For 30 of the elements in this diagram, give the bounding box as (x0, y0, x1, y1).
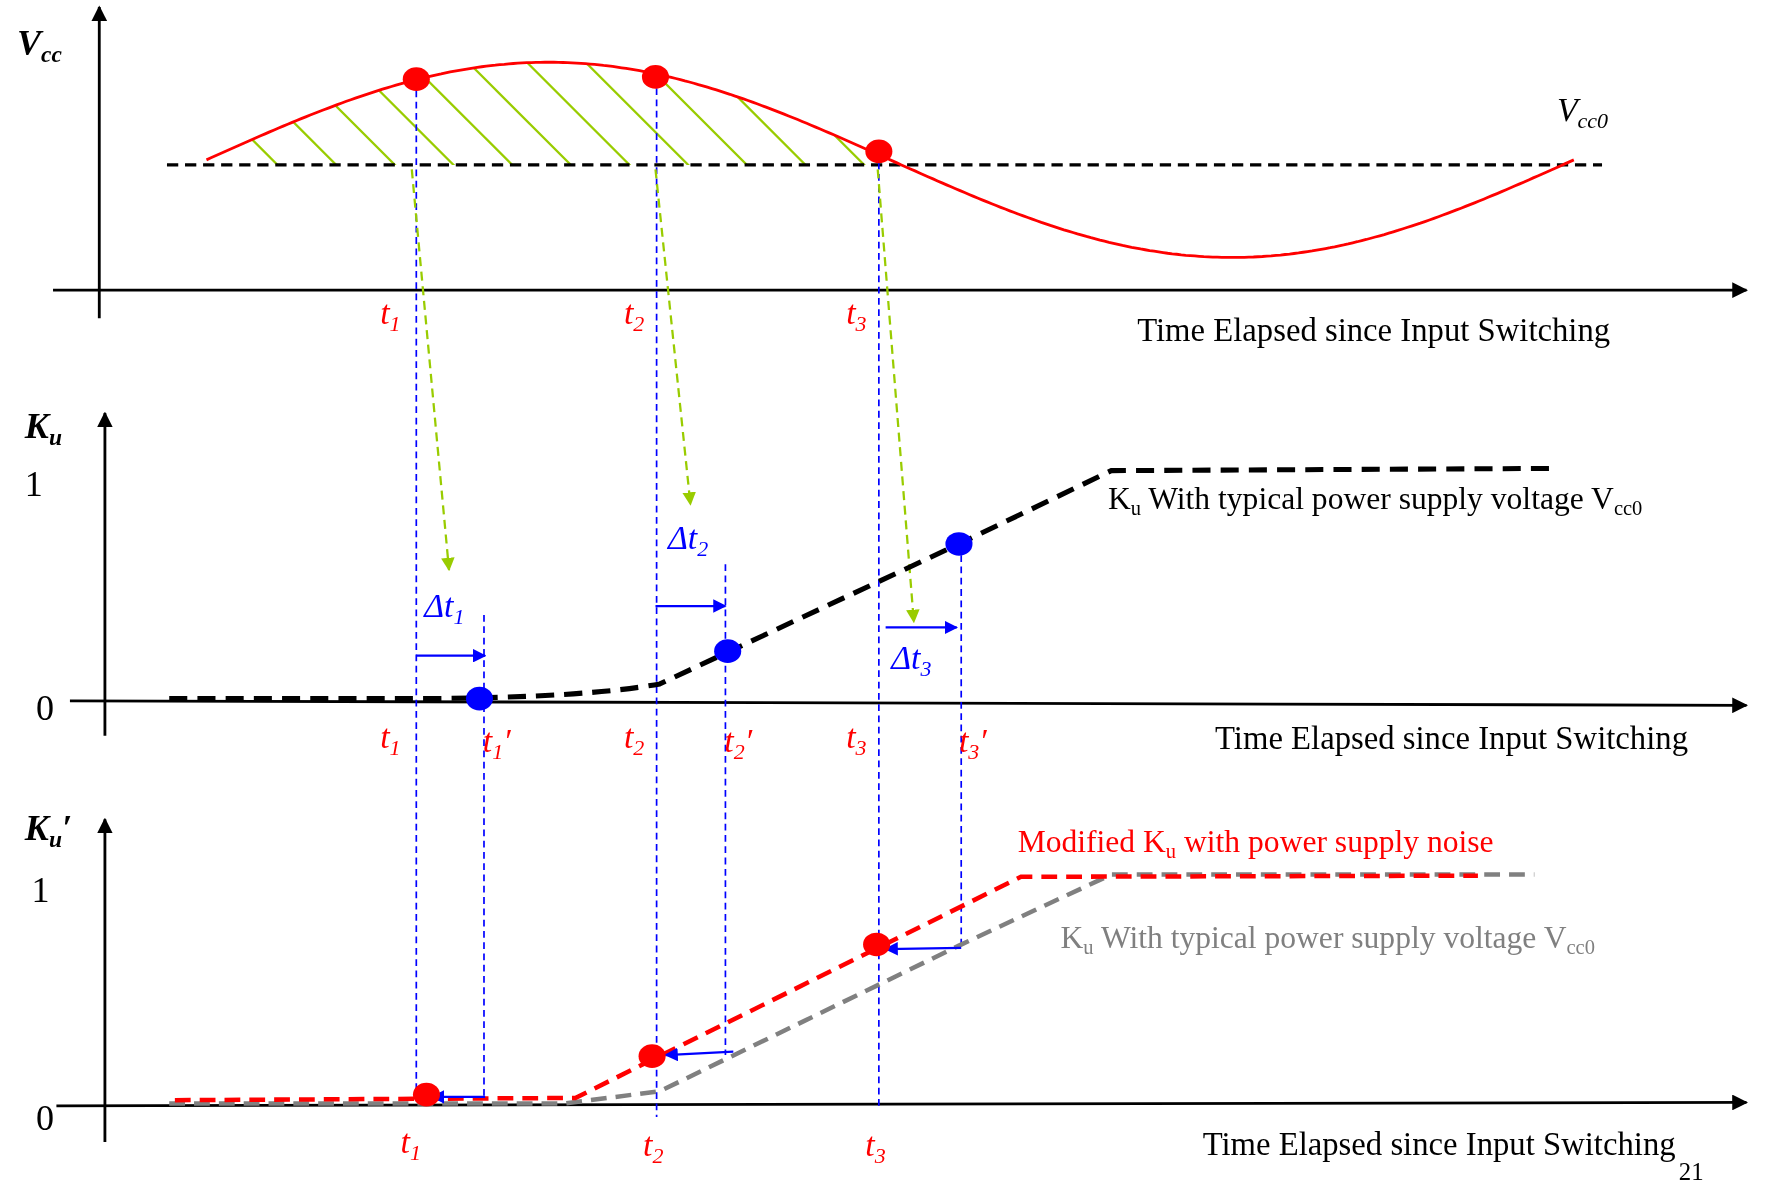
axis-label: Time Elapsed since Input Switching (1215, 722, 1688, 755)
time-label: t$_{2}$ (643, 1128, 664, 1167)
axis-label: V$_{cc}$ (16, 24, 62, 67)
axis-label: Time Elapsed since Input Switching (1202, 1128, 1676, 1161)
delay-label: Δt$_{2}$ (667, 521, 709, 560)
time-label: t$_{1}$′ (482, 724, 511, 763)
time-label: t$_{2}$′ (724, 724, 753, 763)
time-label: t$_{2}$ (623, 295, 645, 335)
curve-label: K$_{u}$ With typical power supply voltage V$_{cc0}$ (1060, 921, 1595, 958)
time-label: t$_{1}$ (400, 1124, 421, 1164)
tick-label: 0 (36, 690, 55, 727)
axis-label: K$_{u}$′ (24, 810, 73, 852)
time-label: t$_{3}$ (846, 719, 867, 759)
time-label: t$_{1}$ (380, 719, 401, 759)
curve-label: V$_{cc0}$ (1556, 92, 1609, 132)
delay-label: Δt$_{3}$ (891, 640, 932, 680)
curve-label: Modified K$_{u}$ with power supply noise (1017, 825, 1494, 862)
time-label: t$_{3}$ (865, 1128, 886, 1167)
time-label: t$_{3}$′ (958, 724, 987, 763)
delay-label: Δt$_{1}$ (424, 588, 465, 628)
time-label: t$_{1}$ (380, 295, 401, 335)
axis-label: K$_{u}$ (24, 408, 62, 450)
tick-label: 1 (24, 465, 43, 503)
time-label: t$_{3}$ (846, 295, 867, 335)
axis-label: Time Elapsed since Input Switching (1137, 313, 1611, 347)
curve-label: K$_{u}$ With typical power supply voltage V$_{cc0}$ (1107, 482, 1643, 519)
tick-label: 0 (36, 1099, 55, 1137)
time-label: t$_{2}$ (623, 719, 645, 759)
page-number: 21 (1678, 1159, 1704, 1185)
tick-label: 1 (31, 872, 50, 909)
